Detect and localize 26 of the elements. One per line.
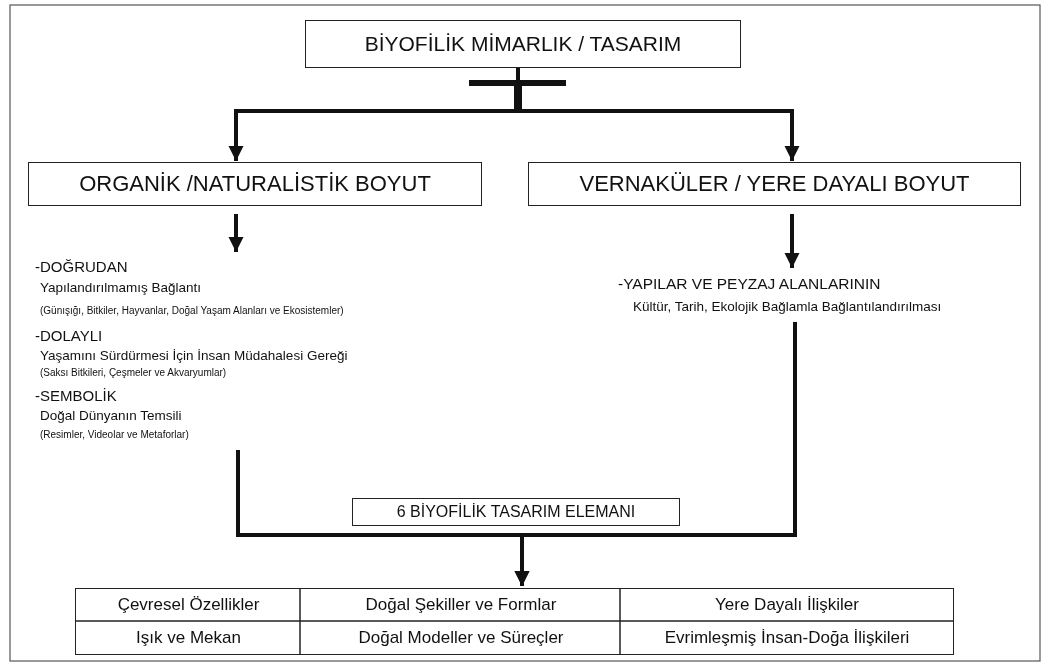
- description-text: Kültür, Tarih, Ekolojik Bağlamla Bağlantılandırılması: [633, 299, 942, 314]
- cell-text: Yere Dayalı İlişkiler: [715, 595, 859, 615]
- elements-table: [75, 588, 954, 655]
- cell-text: Doğal Modeller ve Süreçler: [358, 628, 564, 648]
- heading-text: -YAPILAR VE PEYZAJ ALANLARININ: [618, 275, 881, 293]
- heading-text: -DOLAYLI: [35, 327, 103, 344]
- example-text: (Resimler, Videolar ve Metaforlar): [40, 429, 189, 440]
- cell-text: Evrimleşmiş İnsan-Doğa İlişkileri: [664, 628, 910, 648]
- description-text: Yaşamını Sürdürmesi İçin İnsan Müdahalesi Gereği: [40, 348, 348, 363]
- category-box: BİYOFİLİK MİMARLIK / TASARIM: [305, 20, 741, 68]
- arrow: [228, 214, 244, 252]
- group-label-box: 6 BİYOFİLİK TASARIM ELEMANI: [352, 498, 680, 526]
- arrow: [784, 214, 800, 268]
- cell-text: Işık ve Mekan: [136, 628, 241, 648]
- description-text: Yapılandırılmamış Bağlantı: [40, 280, 202, 295]
- cell-text: Çevresel Özellikler: [117, 595, 260, 615]
- description-text: Doğal Dünyanın Temsili: [40, 408, 182, 423]
- heading-text: -SEMBOLİK: [35, 387, 117, 404]
- example-text: (Günışığı, Bitkiler, Hayvanlar, Doğal Yaşam Alanları ve Ekosistemler): [40, 305, 344, 316]
- category-box: ORGANİK /NATURALİSTİK BOYUT: [28, 162, 482, 206]
- arrow: [516, 68, 800, 161]
- cell-text: Doğal Şekiller ve Formlar: [365, 595, 557, 615]
- example-text: (Saksı Bitkileri, Çeşmeler ve Akvaryumlar): [40, 367, 227, 378]
- arrow: [514, 322, 797, 586]
- heading-text: -DOĞRUDAN: [35, 258, 128, 275]
- category-box: VERNAKÜLER / YERE DAYALI BOYUT: [528, 162, 1021, 206]
